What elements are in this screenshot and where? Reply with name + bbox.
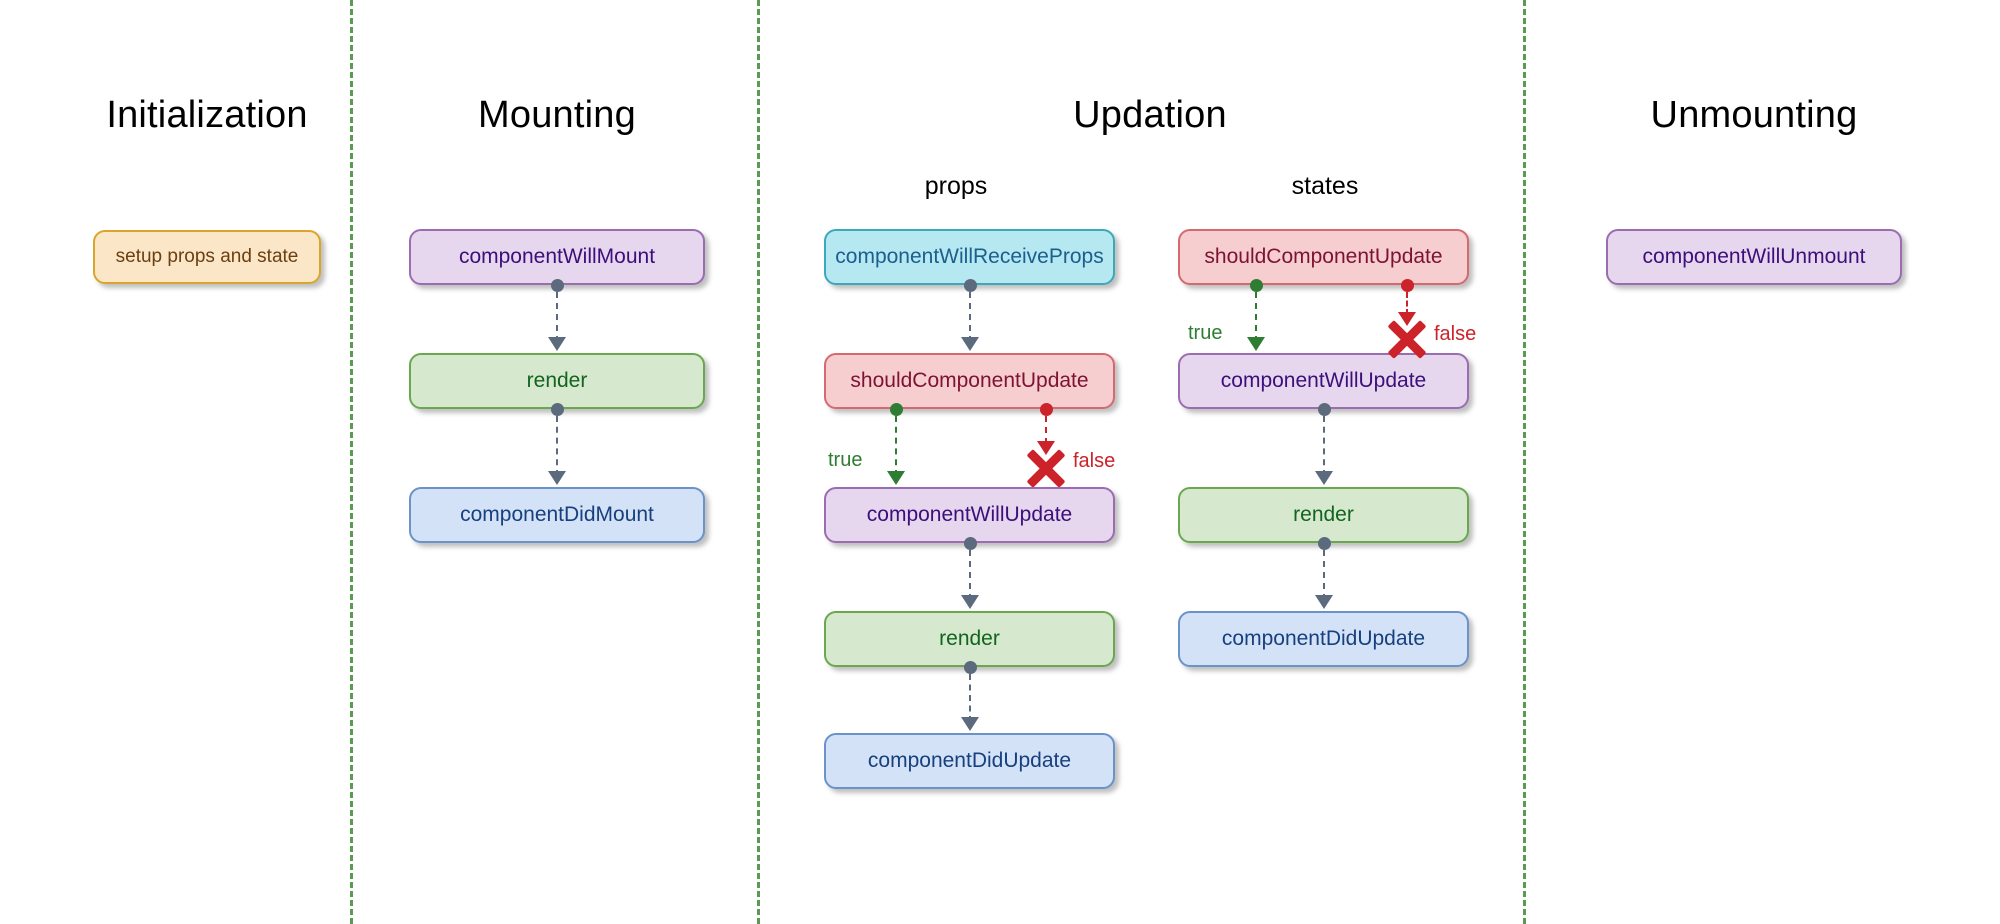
arrowhead-icon: [961, 717, 979, 731]
arrowhead-icon: [1037, 441, 1055, 455]
column-title-mounting: Mounting: [478, 94, 636, 136]
connector-props-component-will-receive-props-to-props-should-component-update: [969, 292, 971, 342]
branch-label-true: true: [1188, 322, 1223, 344]
arrowhead-icon: [1398, 312, 1416, 326]
subcolumn-title-props: props: [924, 172, 988, 200]
column-divider-1: [350, 0, 353, 924]
connector-props-render-to-props-component-did-update: [969, 674, 971, 722]
arrowhead-icon: [1315, 471, 1333, 485]
connector-origin-dot: [550, 402, 564, 416]
node-label: componentWillUpdate: [1220, 369, 1427, 392]
node-label: render: [526, 369, 588, 392]
connector-origin-dot: [963, 660, 977, 674]
node-component-will-unmount[interactable]: componentWillUnmount: [1606, 229, 1902, 285]
arrowhead-icon: [548, 337, 566, 351]
node-states-render[interactable]: render: [1178, 487, 1469, 543]
connector-props-should-component-update-to-props-component-will-update: [895, 416, 897, 476]
node-component-did-mount[interactable]: componentDidMount: [409, 487, 705, 543]
connector-origin-dot: [963, 536, 977, 550]
blocked-x-icon: [1386, 318, 1428, 360]
node-label: shouldComponentUpdate: [1204, 245, 1443, 268]
connector-origin-dot: [550, 278, 564, 292]
node-label: componentWillMount: [458, 245, 656, 268]
node-props-component-did-update[interactable]: componentDidUpdate: [824, 733, 1115, 789]
arrowhead-icon: [961, 337, 979, 351]
connector-states-render-to-states-component-did-update: [1323, 550, 1325, 600]
arrowhead-icon: [887, 471, 905, 485]
connector-origin-dot: [1317, 402, 1331, 416]
connector-states-should-component-update-to-stop: [1406, 292, 1408, 315]
column-divider-2: [757, 0, 760, 924]
node-label: componentDidUpdate: [867, 749, 1072, 772]
branch-label-true: true: [828, 449, 863, 471]
node-props-component-will-receive-props[interactable]: componentWillReceiveProps: [824, 229, 1115, 285]
node-label: componentWillUpdate: [866, 503, 1073, 526]
blocked-x-icon: [1025, 447, 1067, 489]
arrowhead-icon: [1247, 337, 1265, 351]
branch-label-false: false: [1073, 450, 1116, 472]
column-divider-3: [1523, 0, 1526, 924]
connector-origin-dot: [963, 278, 977, 292]
column-title-updation: Updation: [1073, 94, 1227, 136]
connector-props-component-will-update-to-props-render: [969, 550, 971, 600]
connector-states-component-will-update-to-states-render: [1323, 416, 1325, 476]
node-label: componentWillReceiveProps: [835, 245, 1104, 268]
arrowhead-icon: [961, 595, 979, 609]
connector-origin-dot: [1249, 278, 1263, 292]
node-states-should-component-update[interactable]: shouldComponentUpdate: [1178, 229, 1469, 285]
node-label: render: [1293, 503, 1354, 526]
node-label: componentDidMount: [460, 503, 654, 526]
node-props-should-component-update[interactable]: shouldComponentUpdate: [824, 353, 1115, 409]
connector-component-will-mount-to-render: [556, 292, 558, 342]
column-title-unmounting: Unmounting: [1650, 94, 1858, 136]
node-setup-props-and-state[interactable]: setup props and state: [93, 230, 321, 284]
node-label: shouldComponentUpdate: [850, 369, 1089, 392]
column-title-initialization: Initialization: [106, 94, 308, 136]
connector-origin-dot: [1317, 536, 1331, 550]
arrowhead-icon: [1315, 595, 1333, 609]
node-props-component-will-update[interactable]: componentWillUpdate: [824, 487, 1115, 543]
connector-render-to-component-did-mount: [556, 416, 558, 476]
subcolumn-title-states: states: [1291, 172, 1359, 200]
connector-origin-dot: [1400, 278, 1414, 292]
node-label: setup props and state: [115, 246, 299, 267]
node-states-component-did-update[interactable]: componentDidUpdate: [1178, 611, 1469, 667]
node-render[interactable]: render: [409, 353, 705, 409]
connector-origin-dot: [889, 402, 903, 416]
branch-label-false: false: [1434, 323, 1477, 345]
connector-props-should-component-update-to-stop: [1045, 416, 1047, 444]
node-component-will-mount[interactable]: componentWillMount: [409, 229, 705, 285]
node-label: render: [939, 627, 1000, 650]
node-states-component-will-update[interactable]: componentWillUpdate: [1178, 353, 1469, 409]
node-label: componentDidUpdate: [1221, 627, 1426, 650]
connector-states-should-component-update-to-states-component-will-update: [1255, 292, 1257, 342]
connector-origin-dot: [1039, 402, 1053, 416]
node-props-render[interactable]: render: [824, 611, 1115, 667]
arrowhead-icon: [548, 471, 566, 485]
node-label: componentWillUnmount: [1642, 245, 1866, 268]
